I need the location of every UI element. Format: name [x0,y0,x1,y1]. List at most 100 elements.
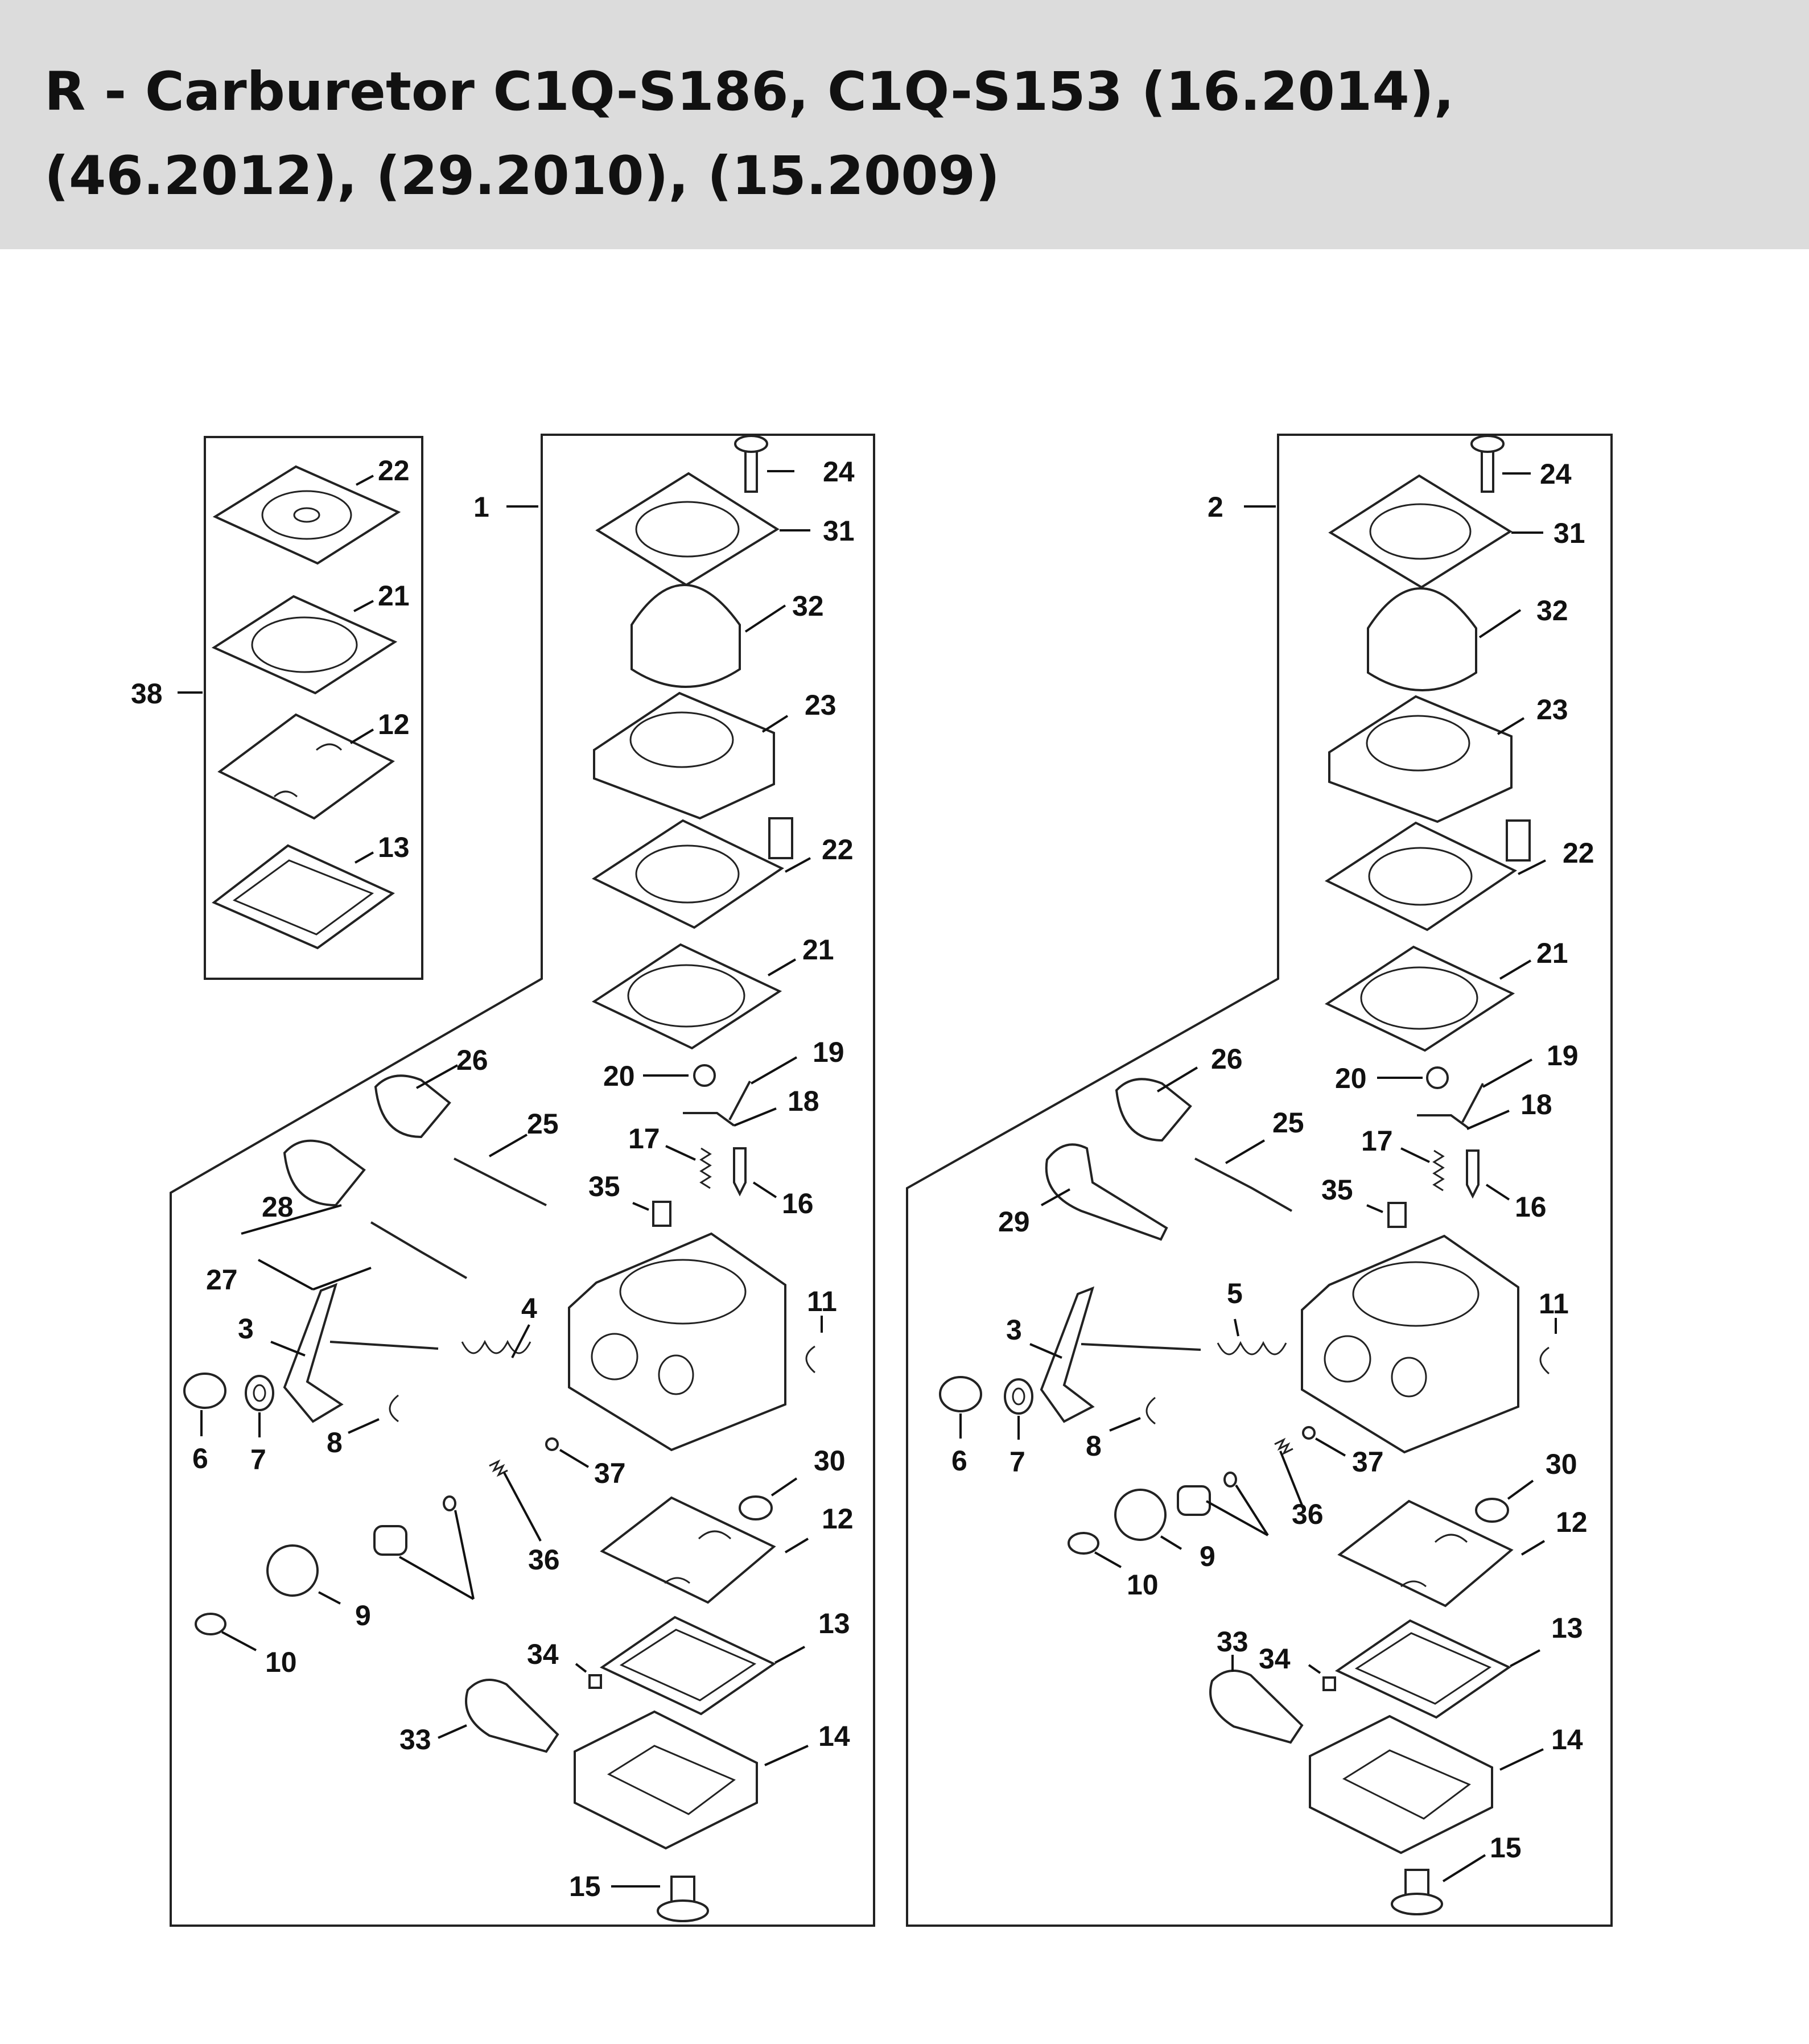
callout-l-24: 24 [823,456,855,488]
washer-7 [245,1375,274,1411]
callout-kit-38: 38 [131,678,163,710]
callout-r-23: 23 [1536,694,1568,726]
lever-18 [683,1112,735,1127]
callout-l-4: 4 [521,1292,537,1324]
callout-kit-12: 12 [378,708,410,740]
fitting-26 [374,1074,451,1139]
fitting-28 [283,1139,366,1207]
callout-l-3: 3 [238,1313,254,1345]
callout-l-21: 21 [802,934,834,966]
callout-l-22: 22 [822,834,854,866]
callout-r-3: 3 [1006,1314,1022,1346]
callout-l-32: 32 [792,590,824,622]
spring-5 [1217,1341,1287,1355]
callout-r-18: 18 [1520,1089,1552,1120]
throttle-lever-3 [283,1283,344,1423]
kit-parts [211,465,401,950]
clip-11 [805,1345,815,1374]
callout-assembly-2: 2 [1208,491,1223,523]
primer-bulb-32 [631,584,741,688]
screw-20 [693,1064,716,1087]
needle-34 [588,1674,602,1689]
assembly-1-parts [183,435,815,1922]
assembly-2-parts [939,435,1550,1915]
callout-r-35: 35 [1321,1174,1353,1206]
callout-r-5: 5 [1227,1278,1243,1309]
carburetor-body-r [1301,1234,1519,1454]
screen-35 [652,1201,671,1227]
callout-r-33: 33 [1217,1626,1248,1658]
primer-bulb-32-r [1367,587,1477,691]
callout-r-36: 36 [1292,1498,1324,1530]
callout-r-30: 30 [1546,1448,1577,1480]
diaphragm-12 [600,1496,776,1604]
callout-r-15: 15 [1490,1832,1522,1864]
callout-l-28: 28 [262,1191,294,1223]
callout-l-15: 15 [569,1870,601,1902]
cover-31-r [1328,474,1513,589]
spring-17 [699,1147,712,1189]
callout-r-22: 22 [1563,837,1594,869]
diaphragm-22 [591,819,785,929]
throttle-lever-3-r [1040,1286,1095,1423]
assembly-2-frame [906,434,1613,1927]
page-title: R - Carburetor C1Q-S186, C1Q-S153 (16.20… [44,61,1454,207]
callout-r-19: 19 [1547,1040,1579,1072]
callout-kit-21: 21 [378,580,410,612]
callout-r-34: 34 [1259,1643,1291,1675]
callout-l-27: 27 [206,1264,238,1296]
callout-l-8: 8 [327,1427,343,1458]
callout-l-11: 11 [807,1285,837,1317]
callout-r-20: 20 [1335,1062,1367,1094]
callout-r-7: 7 [1009,1446,1025,1478]
callout-l-14: 14 [818,1720,850,1752]
callout-l-18: 18 [788,1085,819,1117]
callout-l-19: 19 [813,1036,844,1068]
gasket-21 [591,943,782,1050]
kit-38-frame [204,436,423,980]
callout-r-9: 9 [1200,1540,1215,1572]
callout-assembly-1: 1 [473,491,489,523]
spring-36 [489,1459,508,1477]
callout-r-8: 8 [1086,1430,1102,1462]
screw-6 [183,1373,226,1409]
diaphragm-22-r [1324,821,1518,932]
fitting-26-r [1115,1078,1192,1142]
callouts: 22 21 12 13 38 1 24 31 32 23 22 21 19 20… [131,455,1594,1902]
callout-l-16: 16 [782,1188,814,1219]
screen-30 [739,1495,773,1520]
callout-r-10: 10 [1127,1569,1159,1601]
callout-l-25: 25 [527,1108,559,1140]
callout-l-12: 12 [822,1503,854,1535]
cover-31 [595,472,780,587]
ball-36 [443,1495,456,1511]
callout-l-10: 10 [265,1646,297,1678]
callout-r-31: 31 [1553,517,1585,549]
screw-29 [1045,1143,1168,1241]
screw-33 [465,1679,559,1753]
callout-l-34: 34 [527,1638,559,1670]
screw-25 [454,1157,547,1206]
callout-l-36: 36 [528,1544,560,1576]
callout-l-35: 35 [588,1171,620,1202]
callout-l-13: 13 [818,1608,850,1639]
callout-l-26: 26 [456,1044,488,1076]
callout-r-12: 12 [1556,1506,1588,1538]
callout-l-9: 9 [355,1600,371,1631]
gasket-12-kit [217,713,395,820]
callout-r-16: 16 [1515,1191,1547,1223]
plug-36 [373,1525,407,1556]
header-bar: R - Carburetor C1Q-S186, C1Q-S153 (16.20… [0,0,1809,249]
gasket-21-kit [211,595,398,695]
callout-l-33: 33 [399,1724,431,1755]
screw-27 [370,1221,467,1279]
callout-l-31: 31 [823,515,855,547]
callout-l-30: 30 [814,1445,846,1477]
gasket-13 [599,1616,777,1716]
disc-9 [266,1544,319,1597]
screw-10 [195,1613,226,1635]
gasket-13-kit [212,844,395,950]
diagram-canvas: 22 21 12 13 38 1 24 31 32 23 22 21 19 20… [131,434,1613,1927]
screen-37 [545,1437,559,1451]
diaphragm-12-r [1337,1499,1514,1608]
